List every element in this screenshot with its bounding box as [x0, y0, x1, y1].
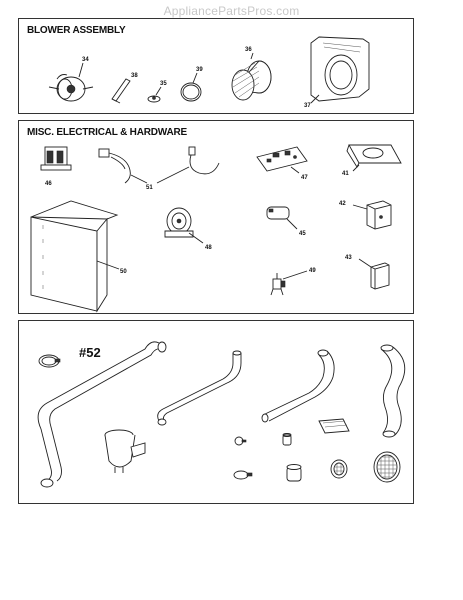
part-45-capacitor[interactable] [266, 206, 290, 220]
callout-41: 41 [342, 171, 349, 177]
part-46-transformer[interactable] [40, 146, 72, 171]
coupling-small[interactable] [282, 433, 292, 446]
watermark: AppliancePartsPros.com [163, 4, 300, 18]
vent-screen-large[interactable] [373, 451, 401, 483]
callout-45: 45 [299, 231, 306, 237]
part-38-bracket[interactable] [111, 78, 131, 104]
part-50-cabinet-panel[interactable] [30, 200, 119, 313]
callout-42: 42 [339, 201, 346, 207]
callout-39: 39 [196, 67, 203, 73]
hose-clamp-small-1[interactable] [234, 436, 247, 446]
part-51-harness-a[interactable] [98, 148, 131, 184]
part-42-limit-switch[interactable] [366, 200, 392, 230]
part-37-blower-housing[interactable] [310, 36, 370, 102]
hose-clamp-large[interactable] [38, 354, 61, 368]
vent-kit-panel: #52 [18, 320, 414, 504]
callout-34: 34 [82, 57, 89, 63]
coupling-large[interactable] [286, 464, 302, 482]
callout-49: 49 [309, 268, 316, 274]
vent-kit-title: #52 [79, 345, 101, 360]
callout-36: 36 [245, 47, 252, 53]
part-48-pressure-switch[interactable] [164, 207, 194, 238]
vent-screen-small[interactable] [330, 459, 348, 479]
drain-hose-bent[interactable] [261, 349, 335, 423]
vent-kit-diagram [37, 341, 406, 488]
callout-47: 47 [301, 175, 308, 181]
callout-43: 43 [345, 255, 352, 261]
blower-assembly-panel: BLOWER ASSEMBLY 34 38 35 [18, 18, 414, 114]
part-36-blower-wheel[interactable] [231, 60, 272, 101]
blower-assembly-diagram: 34 38 35 39 36 [48, 36, 370, 109]
blower-assembly-title: BLOWER ASSEMBLY [27, 25, 126, 36]
misc-electrical-title: MISC. ELECTRICAL & HARDWARE [27, 127, 187, 138]
condensate-trap[interactable] [104, 429, 146, 473]
drain-hose-medium[interactable] [157, 350, 242, 426]
callout-35: 35 [160, 81, 167, 87]
drain-hose-s[interactable] [380, 344, 406, 438]
rubber-gasket-strip[interactable] [318, 418, 350, 434]
part-35-clip[interactable] [147, 95, 161, 103]
misc-electrical-panel: MISC. ELECTRICAL & HARDWARE 46 51 [18, 120, 414, 314]
part-39-band[interactable] [180, 82, 202, 102]
drain-hose-long[interactable] [37, 341, 167, 488]
callout-38: 38 [131, 73, 138, 79]
callout-46: 46 [45, 181, 52, 187]
callout-37: 37 [304, 103, 311, 109]
part-34-motor[interactable] [48, 74, 94, 102]
part-51-harness-b[interactable] [188, 146, 220, 175]
callout-51: 51 [146, 185, 153, 191]
misc-electrical-diagram: 46 51 47 41 [30, 144, 402, 313]
callout-50: 50 [120, 269, 127, 275]
part-41-mounting-plate[interactable] [346, 144, 402, 168]
callout-48: 48 [205, 245, 212, 251]
hose-clamp-small-2[interactable] [233, 470, 253, 480]
part-47-control-board[interactable] [256, 146, 308, 172]
part-43-cover-plate[interactable] [370, 262, 390, 290]
part-49-sensor[interactable] [270, 273, 286, 296]
